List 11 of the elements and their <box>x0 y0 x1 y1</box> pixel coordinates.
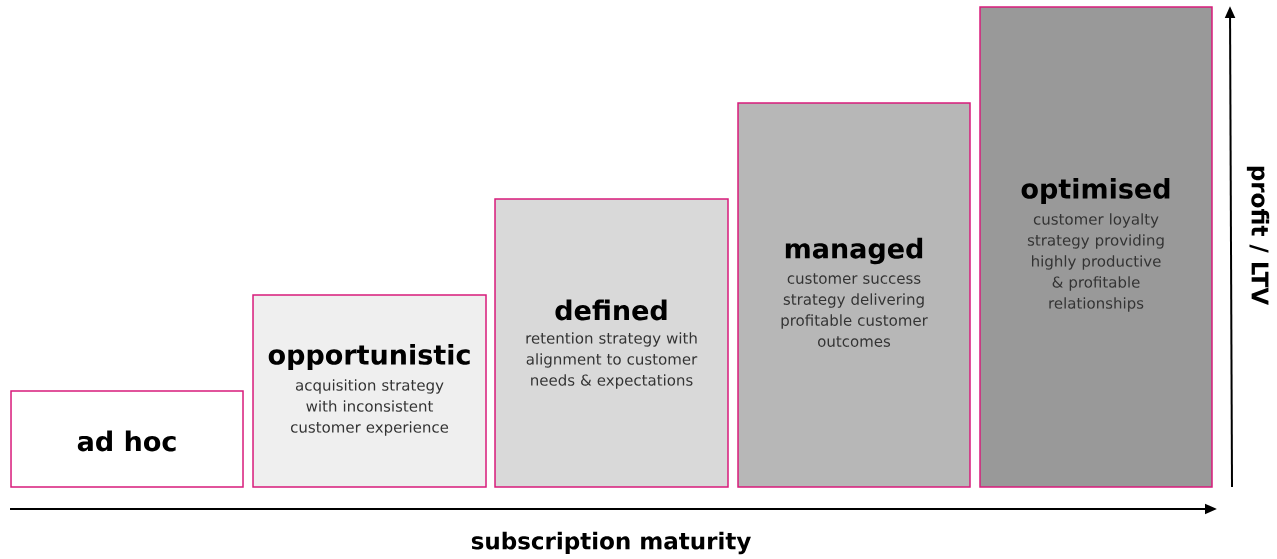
step-heading: ad hoc <box>77 430 176 452</box>
step-heading: opportunistic <box>268 343 470 371</box>
step-heading: managed <box>785 237 923 265</box>
step-heading: defined <box>555 299 667 321</box>
step-description: customer success strategy delivering profitable customer outcomes <box>781 273 928 347</box>
axis-label: profit / LTV <box>1246 166 1270 306</box>
step-heading: optimised <box>1021 177 1170 205</box>
step-description: retention strategy with alignment to customer needs & expectations <box>526 332 698 389</box>
step-description: acquisition strategy with inconsistent customer experience <box>290 379 449 436</box>
axis-label: subscription maturity <box>471 531 751 555</box>
step-description: customer loyalty strategy providing highly productive & profitable relationships <box>1027 213 1164 312</box>
